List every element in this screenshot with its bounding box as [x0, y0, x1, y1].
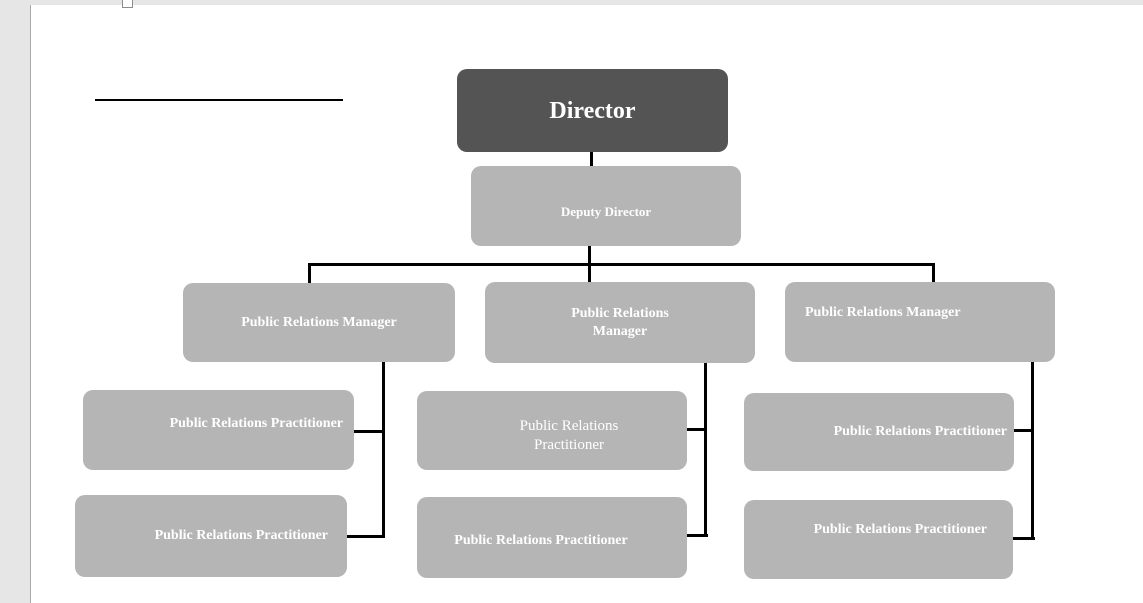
connector-center-practitioner-1	[687, 428, 704, 431]
org-node-practitioner-right-2[interactable]: Public Relations Practitioner	[744, 500, 1013, 579]
org-node-practitioner-center-2[interactable]: Public Relations Practitioner	[417, 497, 687, 578]
org-node-manager-center-label: Public Relations Manager	[571, 306, 669, 339]
org-node-practitioner-right-1[interactable]: Public Relations Practitioner	[744, 393, 1014, 471]
connector-center-practitioner-2	[687, 534, 708, 537]
connector-director-deputy	[590, 152, 593, 166]
connector-bus-to-manager-left	[308, 263, 311, 283]
org-node-practitioner-center-1-label: Public Relations Practitioner	[519, 417, 619, 453]
connector-bus-horizontal	[308, 263, 935, 266]
page-edge-divider	[30, 5, 31, 603]
org-node-manager-left[interactable]: Public Relations Manager	[183, 283, 455, 362]
org-node-practitioner-right-2-label: Public Relations Practitioner	[813, 521, 987, 537]
org-node-deputy-director[interactable]: Deputy Director	[471, 166, 741, 246]
resize-handle[interactable]	[122, 0, 133, 8]
horizontal-rule-shape	[95, 99, 343, 101]
org-node-practitioner-left-2[interactable]: Public Relations Practitioner	[75, 495, 347, 577]
org-node-deputy-director-label: Deputy Director	[560, 203, 652, 219]
org-node-manager-left-label: Public Relations Manager	[241, 314, 397, 330]
org-node-director-label: Director	[549, 97, 636, 124]
connector-left-practitioner-2	[347, 535, 385, 538]
org-node-practitioner-center-1[interactable]: Public Relations Practitioner	[417, 391, 687, 470]
org-node-practitioner-left-2-label: Public Relations Practitioner	[154, 528, 328, 544]
connector-right-practitioner-1	[1014, 429, 1031, 432]
org-node-manager-center[interactable]: Public Relations Manager	[485, 282, 755, 363]
org-node-manager-right[interactable]: Public Relations Manager	[785, 282, 1055, 362]
connector-right-column-vertical	[1031, 362, 1034, 540]
connector-right-practitioner-2	[1013, 537, 1035, 540]
connector-left-practitioner-1	[354, 430, 382, 433]
org-node-practitioner-center-2-label: Public Relations Practitioner	[454, 532, 628, 548]
org-node-practitioner-left-1[interactable]: Public Relations Practitioner	[83, 390, 354, 470]
connector-center-column-vertical	[704, 362, 707, 537]
connector-bus-to-manager-right	[932, 263, 935, 283]
org-node-practitioner-right-1-label: Public Relations Practitioner	[833, 424, 1007, 440]
org-node-director[interactable]: Director	[457, 69, 728, 152]
org-node-practitioner-left-1-label: Public Relations Practitioner	[169, 416, 343, 432]
org-node-manager-right-label: Public Relations Manager	[805, 305, 961, 320]
connector-left-column-vertical	[382, 362, 385, 538]
